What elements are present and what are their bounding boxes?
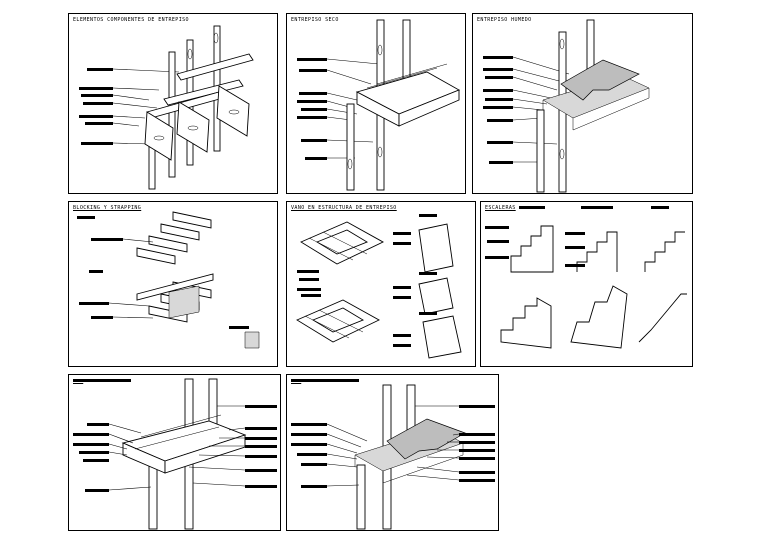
wet-floor-drawing [483,19,650,193]
panel-dry-floor: ENTREPISO SECO [286,13,466,194]
panel-title: ELEMENTOS COMPONENTES DE ENTREPISO [73,17,189,23]
panel-floor-components: ELEMENTOS COMPONENTES DE ENTREPISO [68,13,278,194]
panel-title: BLOCKING Y STRAPPING [73,205,142,211]
panel-title: VANO EN ESTRUCTURA DE ENTREPISO [291,205,397,211]
panel-title: ESCALERAS [485,205,516,211]
blocking-strapping-drawing [77,211,260,349]
floor-detail-1-drawing [73,378,277,530]
floor-opening-drawing [296,214,462,359]
floor-detail-2-drawing [291,379,495,530]
panel-title: ENTREPISO HUMEDO [477,17,532,23]
panel-title: ENTREPISO SECO [291,17,339,23]
label-blocks [79,68,113,145]
panel-floor-detail-1: --- [68,374,281,531]
panel-floor-detail-2: --- [286,374,499,531]
stairs-drawing [485,206,687,349]
panel-stairs: ESCALERAS [480,201,693,367]
panel-wet-floor: ENTREPISO HUMEDO [472,13,693,194]
floor-components-drawing [79,25,254,190]
panel-blocking-strapping: BLOCKING Y STRAPPING [68,201,278,367]
panel-floor-opening: VANO EN ESTRUCTURA DE ENTREPISO [286,201,476,367]
dry-floor-drawing [297,19,461,191]
